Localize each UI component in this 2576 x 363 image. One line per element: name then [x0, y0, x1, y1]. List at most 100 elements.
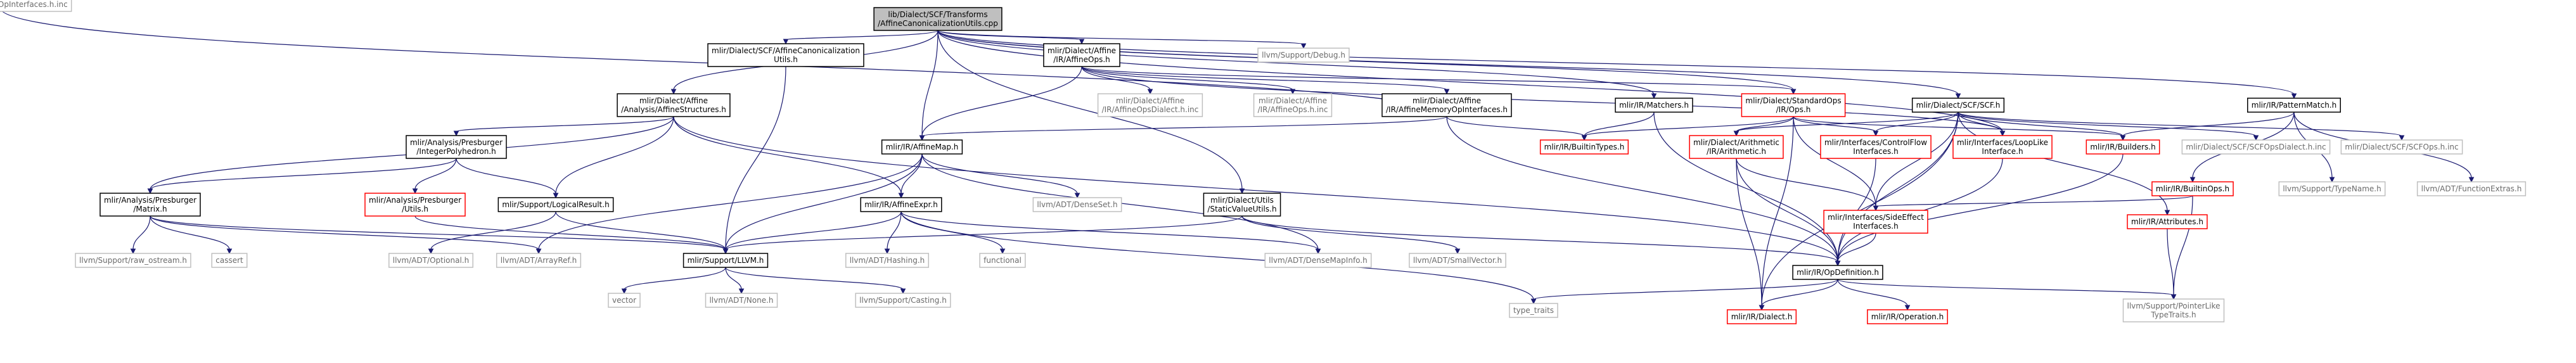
- node-label: llvm/Support/raw_ostream.h: [79, 256, 187, 265]
- node-affine-map-h[interactable]: mlir/IR/AffineMap.h: [881, 139, 963, 155]
- edge-standard_ops_h-to-side_effect_iface_h: [1793, 116, 1876, 207]
- node-box: [1726, 309, 1797, 324]
- node-box: [1911, 98, 2005, 113]
- node-box: [2151, 181, 2234, 196]
- edge-arrowhead: [1444, 89, 1450, 95]
- edge-arrowhead: [1530, 298, 1537, 305]
- edge-arrowhead: [1147, 89, 1153, 95]
- node-support-llvm-h[interactable]: mlir/Support/LLVM.h: [682, 253, 769, 268]
- node-affine-expr-h[interactable]: mlir/IR/AffineExpr.h: [860, 197, 942, 212]
- node-label: llvm/Support/Debug.h: [1262, 51, 1345, 60]
- edge-presburger_matrix_h-to-cassert: [150, 215, 230, 250]
- node-ir-operation-h[interactable]: mlir/IR/Operation.h: [1867, 309, 1948, 324]
- node-label: mlir/Dialect/StandardOps: [1745, 96, 1841, 105]
- node-box: [211, 253, 248, 268]
- node-logical-result-h[interactable]: mlir/Support/LogicalResult.h: [497, 197, 614, 212]
- edge-arrowhead: [2291, 93, 2297, 99]
- node-small-vector-h: llvm/ADT/SmallVector.h: [1409, 253, 1506, 268]
- node-ir-dialect-h[interactable]: mlir/IR/Dialect.h: [1726, 309, 1797, 324]
- edge-builtin_ops_h-to-side_effect_iface_h: [1875, 195, 2193, 207]
- node-arithmetic-h[interactable]: mlir/Dialect/Arithmetic/IR/Arithmetic.h: [1689, 135, 1784, 159]
- node-box: [881, 139, 963, 155]
- node-label: llvm/ADT/ArrayRef.h: [501, 256, 577, 265]
- node-presburger-matrix-h[interactable]: mlir/Analysis/Presburger/Matrix.h: [99, 193, 201, 217]
- edge-affine_map_h-to-support_llvm_h: [725, 153, 923, 250]
- node-label: mlir/Support/LogicalResult.h: [502, 200, 609, 209]
- node-label: /IR/AffineOps.h: [1053, 55, 1110, 64]
- node-standard-ops-h[interactable]: mlir/Dialect/StandardOps/IR/Ops.h: [1741, 93, 1846, 117]
- edge-arrowhead: [898, 193, 904, 199]
- edge-affine_map_h-to-dense_set_h: [921, 153, 1078, 194]
- node-presburger-utils-h[interactable]: mlir/Analysis/Presburger/Utils.h: [364, 193, 466, 217]
- node-none-h: llvm/ADT/None.h: [705, 293, 778, 308]
- node-root: lib/Dialect/SCF/Transforms/AffineCanonic…: [873, 7, 1003, 31]
- node-box: [1792, 265, 1883, 280]
- node-label: /IR/Ops.h: [1776, 105, 1811, 114]
- node-label: mlir/Interfaces/SideEffect: [1828, 213, 1924, 222]
- node-debug-h: llvm/Support/Debug.h: [1257, 48, 1350, 63]
- node-box: [1264, 253, 1372, 268]
- node-label: mlir/Dialect/Affine: [1116, 96, 1184, 105]
- node-box: [2278, 181, 2386, 196]
- node-label: mlir/IR/OpDefinition.h: [1797, 268, 1879, 277]
- node-box: [2181, 139, 2331, 155]
- node-label: Interface.h: [1982, 147, 2023, 156]
- node-affine-mem-iface-h[interactable]: mlir/Dialect/Affine/IR/AffineMemoryOpInt…: [1381, 93, 1512, 117]
- node-box: [1509, 303, 1558, 318]
- node-box: [617, 93, 731, 117]
- node-hashing-h: llvm/ADT/Hashing.h: [845, 253, 930, 268]
- node-static-value-utils-h[interactable]: mlir/Dialect/Utils/StaticValueUtils.h: [1203, 193, 1281, 217]
- edge-arrowhead: [783, 39, 789, 45]
- node-integer-polyhedron-h[interactable]: mlir/Analysis/Presburger/IntegerPolyhedr…: [406, 135, 507, 159]
- edge-op_definition_h-to-type_traits: [1533, 279, 1838, 300]
- edge-affine_mem_iface_h-to-builtin_types_h: [1446, 116, 1585, 137]
- edge-affine_canon_h-to-support_llvm_h: [725, 66, 786, 250]
- node-pattern-match-h[interactable]: mlir/IR/PatternMatch.h: [2247, 98, 2341, 113]
- edge-root-to-loop_like_iface_h: [937, 30, 2003, 132]
- node-label: llvm/ADT/DenseSet.h: [1037, 200, 1117, 209]
- node-affine-canon-h[interactable]: mlir/Dialect/SCF/AffineCanonicalizationU…: [707, 43, 864, 67]
- node-op-definition-h[interactable]: mlir/IR/OpDefinition.h: [1792, 265, 1883, 280]
- node-label: functional: [984, 256, 1022, 265]
- edge-root-to-affine_canon_h: [785, 30, 939, 41]
- edge-arrowhead: [1454, 248, 1461, 255]
- node-label: /Analysis/AffineStructures.h: [621, 105, 726, 114]
- node-type-name-h: llvm/Support/TypeName.h: [2278, 181, 2386, 196]
- node-function-extras-h: llvm/ADT/FunctionExtras.h: [2416, 181, 2527, 196]
- edge-integer_polyhedron_h-to-presburger_matrix_h: [150, 158, 457, 190]
- node-builtin-ops-h[interactable]: mlir/IR/BuiltinOps.h: [2151, 181, 2234, 196]
- node-label: vector: [612, 296, 636, 305]
- node-builders-h[interactable]: mlir/IR/Builders.h: [2086, 139, 2160, 155]
- node-attributes-h[interactable]: mlir/IR/Attributes.h: [2127, 214, 2208, 229]
- edge-scf_h-to-control_flow_iface_h: [1875, 111, 1959, 132]
- node-box: [2247, 98, 2341, 113]
- node-affine-ops-h[interactable]: mlir/Dialect/Affine/IR/AffineOps.h: [1043, 43, 1120, 67]
- node-box: [406, 135, 507, 159]
- node-vector: vector: [608, 293, 641, 308]
- node-matchers-h[interactable]: mlir/IR/Matchers.h: [1615, 98, 1693, 113]
- edge-arrowhead: [553, 193, 559, 199]
- node-box: [1741, 93, 1846, 117]
- edge-affine_mem_iface_h-to-affine_map_h: [921, 116, 1447, 137]
- node-box: [2122, 298, 2225, 322]
- edge-affine_mem_iface_h-to-op_definition_h: [1446, 116, 1838, 262]
- edge-arrowhead: [900, 288, 906, 295]
- graph-nodes: lib/Dialect/SCF/Transforms/AffineCanonic…: [0, 0, 2527, 324]
- edge-arrowhead: [1651, 93, 1657, 99]
- edge-arrowhead: [1835, 260, 1841, 267]
- node-label: mlir/Dialect/SCF/SCFOps.h.inc: [2345, 143, 2458, 151]
- node-label: mlir/Interfaces/LoopLike: [1957, 138, 2048, 147]
- node-scf-h[interactable]: mlir/Dialect/SCF/SCF.h: [1911, 98, 2005, 113]
- node-dense-set-h: llvm/ADT/DenseSet.h: [1032, 197, 1122, 212]
- node-affine-structures-h[interactable]: mlir/Dialect/Affine/Analysis/AffineStruc…: [617, 93, 731, 117]
- edge-arrowhead: [2164, 210, 2170, 216]
- node-label: mlir/Dialect/Arithmetic: [1693, 138, 1779, 147]
- node-builtin-types-h[interactable]: mlir/IR/BuiltinTypes.h: [1539, 139, 1629, 155]
- node-affine-mem-iface-inc: mlir/Dialect/Affine/IR/AffineMemoryOpInt…: [0, 0, 72, 12]
- node-box: [682, 253, 769, 268]
- graph-edges: [0, 6, 2475, 311]
